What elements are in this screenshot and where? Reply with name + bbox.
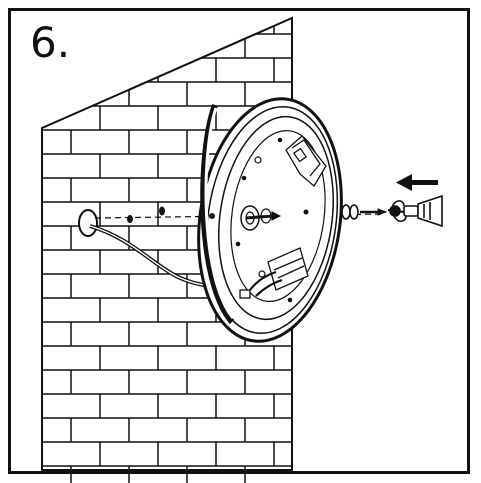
screwdriver-icon (387, 194, 443, 228)
step-number: 6. (30, 18, 71, 67)
terminal-block (239, 247, 309, 299)
screw-icon (341, 204, 388, 220)
driver-module (285, 135, 327, 187)
ceiling-light-base-icon (197, 97, 343, 343)
wall-hole (78, 209, 98, 237)
direction-arrow-icon (396, 174, 438, 191)
